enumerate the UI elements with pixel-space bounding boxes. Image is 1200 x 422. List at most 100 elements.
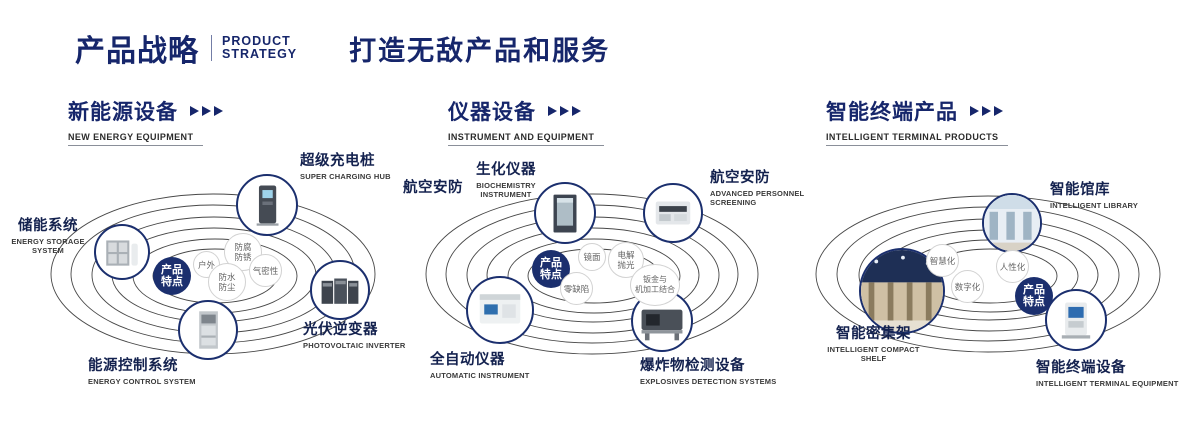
section-title: 智能终端产品 bbox=[826, 101, 958, 124]
product-node-terminal-equipment bbox=[1045, 289, 1107, 351]
product-label-energy-control: 能源控制系统 ENERGY CONTROL SYSTEM bbox=[88, 358, 228, 386]
product-name-en: BIOCHEMISTRY INSTRUMENT bbox=[476, 181, 536, 199]
header-slogan: 打造无敌产品和服务 bbox=[349, 35, 611, 66]
feature-pill-text: 电解 抛光 bbox=[617, 250, 635, 270]
product-name: 光伏逆变器 bbox=[303, 322, 378, 338]
product-label-terminal-equipment: 智能终端设备 INTELLIGENT TERMINAL EQUIPMENT bbox=[1036, 360, 1200, 388]
product-label-pv-inverter: 光伏逆变器 PHOTOVOLTAIC INVERTER bbox=[303, 322, 423, 350]
product-name: 超级充电桩 bbox=[300, 153, 375, 169]
product-name: 爆炸物检测设备 bbox=[640, 358, 745, 374]
product-label-compact-shelf: 智能密集架 INTELLIGENT COMPACT SHELF bbox=[826, 326, 921, 363]
section-subtitle: NEW ENERGY EQUIPMENT bbox=[68, 128, 204, 146]
arrow-glyph bbox=[190, 106, 199, 116]
header-divider bbox=[211, 35, 212, 61]
biochemistry-instrument-image bbox=[553, 194, 577, 233]
product-label-automatic-instrument: 全自动仪器 AUTOMATIC INSTRUMENT bbox=[430, 352, 560, 380]
section-title-row: 仪器设备 bbox=[448, 96, 604, 126]
header-subtitle-line1: PRODUCT bbox=[222, 34, 291, 48]
product-label-biochemistry: 生化仪器 BIOCHEMISTRY INSTRUMENT bbox=[460, 162, 552, 199]
arrow-glyph bbox=[572, 106, 581, 116]
energy-control-image bbox=[199, 311, 218, 349]
explosives-detection-image bbox=[641, 309, 683, 341]
product-label-super-charging-hub: 超级充电桩 SUPER CHARGING HUB bbox=[300, 153, 420, 181]
badge-text: 产品 特点 bbox=[1023, 284, 1045, 308]
product-node-automatic-instrument bbox=[466, 276, 534, 344]
arrow-glyph bbox=[982, 106, 991, 116]
product-node-energy-storage bbox=[94, 224, 150, 280]
feature-pill-text: 零缺陷 bbox=[563, 283, 590, 294]
feature-pill-text: 气密性 bbox=[252, 265, 279, 276]
product-name-en: INTELLIGENT LIBRARY bbox=[1050, 201, 1139, 210]
badge-product-features: 产品 特点 bbox=[153, 257, 191, 295]
triple-arrow-icon bbox=[970, 106, 1006, 116]
product-name-en: ENERGY CONTROL SYSTEM bbox=[88, 377, 196, 386]
product-name-en: INTELLIGENT COMPACT SHELF bbox=[827, 345, 920, 363]
section-subtitle: INSTRUMENT AND EQUIPMENT bbox=[448, 128, 605, 146]
badge-text: 产品 特点 bbox=[161, 264, 183, 288]
product-name: 智能馆库 bbox=[1050, 182, 1110, 198]
arrow-glyph bbox=[560, 106, 569, 116]
product-node-pv-inverter bbox=[310, 260, 370, 320]
energy-storage-image bbox=[106, 240, 138, 266]
section-title-row: 新能源设备 bbox=[68, 96, 226, 126]
section-header-instruments: 仪器设备 INSTRUMENT AND EQUIPMENT bbox=[448, 96, 605, 146]
product-name: 智能终端设备 bbox=[1036, 360, 1126, 376]
arrow-glyph bbox=[214, 106, 223, 116]
product-node-energy-control bbox=[178, 300, 238, 360]
feature-pill-text: 钣金与 机加工结合 bbox=[635, 275, 675, 294]
feature-pill-text: 防水 防尘 bbox=[218, 272, 236, 292]
charging-hub-image bbox=[256, 185, 279, 226]
intelligent-library-image bbox=[984, 195, 1040, 251]
header-subtitle-line2: STRATEGY bbox=[222, 47, 298, 61]
pv-inverter-image bbox=[321, 278, 359, 304]
product-name: 储能系统 bbox=[18, 218, 78, 234]
badge-product-features: 产品 特点 bbox=[1015, 277, 1053, 315]
badge-text: 产品 特点 bbox=[540, 257, 562, 281]
side-label-aviation-security: 航空安防 bbox=[403, 180, 463, 196]
product-node-personnel-screening bbox=[643, 183, 703, 243]
arrow-glyph bbox=[202, 106, 211, 116]
arrow-glyph bbox=[994, 106, 1003, 116]
feature-pill-smart: 智慧化 bbox=[926, 244, 959, 277]
header-subtitle: PRODUCT STRATEGY bbox=[222, 35, 297, 61]
product-name-en: ADVANCED PERSONNEL SCREENING bbox=[710, 189, 805, 207]
feature-pill-text: 户外 bbox=[197, 259, 215, 270]
feature-pill-zero-defect: 零缺陷 bbox=[560, 272, 593, 305]
product-name-en: AUTOMATIC INSTRUMENT bbox=[430, 371, 530, 380]
arrow-glyph bbox=[548, 106, 557, 116]
triple-arrow-icon bbox=[190, 106, 226, 116]
product-name: 生化仪器 bbox=[476, 162, 536, 178]
page-title: 产品战略 bbox=[75, 35, 199, 68]
feature-pill-text: 防腐 防锈 bbox=[234, 242, 252, 262]
section-title: 新能源设备 bbox=[68, 101, 178, 124]
product-node-super-charging-hub bbox=[236, 174, 298, 236]
product-node-intelligent-library bbox=[982, 193, 1042, 253]
feature-pill-electropolish: 电解 抛光 bbox=[608, 242, 644, 278]
section-subtitle: INTELLIGENT TERMINAL PRODUCTS bbox=[826, 128, 1009, 146]
terminal-equipment-image bbox=[1061, 302, 1091, 339]
product-name: 智能密集架 bbox=[836, 326, 911, 342]
personnel-screening-image bbox=[655, 201, 691, 225]
section-header-new-energy: 新能源设备 NEW ENERGY EQUIPMENT bbox=[68, 96, 226, 146]
product-label-intelligent-library: 智能馆库 INTELLIGENT LIBRARY bbox=[1050, 182, 1180, 210]
section-title: 仪器设备 bbox=[448, 101, 536, 124]
feature-pill-waterproof: 防水 防尘 bbox=[208, 263, 246, 301]
product-label-explosives-detection: 爆炸物检测设备 EXPLOSIVES DETECTION SYSTEMS bbox=[640, 358, 820, 386]
section-header-intelligent-terminals: 智能终端产品 INTELLIGENT TERMINAL PRODUCTS bbox=[826, 96, 1009, 146]
feature-pill-mirror: 镜面 bbox=[578, 243, 606, 271]
product-node-biochemistry bbox=[534, 182, 596, 244]
product-name: 航空安防 bbox=[710, 170, 770, 186]
product-label-personnel-screening: 航空安防 ADVANCED PERSONNEL SCREENING bbox=[710, 170, 810, 207]
product-label-energy-storage: 储能系统 ENERGY STORAGE SYSTEM bbox=[4, 218, 92, 255]
product-name: 能源控制系统 bbox=[88, 358, 178, 374]
feature-pill-sheetmetal: 钣金与 机加工结合 bbox=[630, 264, 680, 306]
feature-pill-text: 智慧化 bbox=[929, 255, 956, 266]
product-name-en: PHOTOVOLTAIC INVERTER bbox=[303, 341, 406, 350]
automatic-instrument-image bbox=[479, 294, 521, 324]
feature-pill-humanized: 人性化 bbox=[996, 250, 1029, 283]
feature-pill-text: 数字化 bbox=[954, 281, 981, 292]
triple-arrow-icon bbox=[548, 106, 584, 116]
section-title-row: 智能终端产品 bbox=[826, 96, 1008, 126]
arrow-glyph bbox=[970, 106, 979, 116]
